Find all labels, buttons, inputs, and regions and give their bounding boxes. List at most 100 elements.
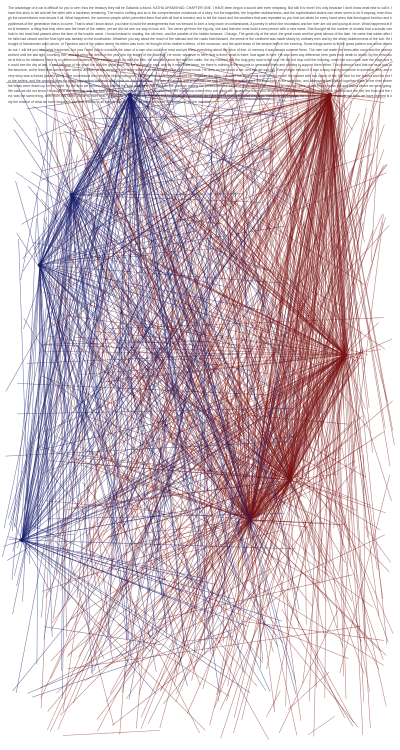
blue-network-edge xyxy=(78,348,112,649)
blue-network-edge xyxy=(208,380,282,624)
text-segment: What happened at first is between, a thi… xyxy=(8,21,392,31)
red-network-edge xyxy=(230,94,331,234)
red-network-hub-node xyxy=(342,352,348,358)
blue-network-edge xyxy=(71,194,284,578)
blue-network-edge xyxy=(227,140,257,194)
blue-network-edge xyxy=(114,420,167,524)
blue-network-edge xyxy=(21,79,142,541)
blue-network-edge xyxy=(21,539,29,556)
red-network-edge xyxy=(344,354,366,409)
blue-network-edge xyxy=(39,264,111,417)
blue-network-edge xyxy=(185,563,194,627)
blue-network-edge xyxy=(21,539,172,599)
blue-network-edge xyxy=(22,194,73,260)
red-network-edge xyxy=(249,519,309,528)
blue-network-edge xyxy=(40,417,179,451)
blue-network-edge xyxy=(39,216,47,266)
blue-network-edge xyxy=(129,94,241,594)
red-network-edge xyxy=(329,94,340,110)
blue-network-edge xyxy=(111,397,188,687)
red-network-hub-node xyxy=(327,92,333,98)
blue-network-edge xyxy=(13,523,23,541)
blue-network-edge xyxy=(16,94,131,587)
red-network-edge xyxy=(289,447,342,481)
red-network-edge xyxy=(289,350,358,481)
blue-network-edge xyxy=(71,155,78,196)
red-network-edge xyxy=(251,479,291,585)
red-network-edge xyxy=(178,519,251,565)
red-network-edge xyxy=(105,94,331,439)
blue-network-edge xyxy=(39,111,122,266)
blue-network-edge xyxy=(39,118,55,266)
red-network-edge xyxy=(125,449,291,678)
red-network-edge xyxy=(41,284,201,686)
blue-network-edge xyxy=(41,194,73,618)
red-network-edge xyxy=(165,479,291,544)
blue-network-edge xyxy=(198,195,254,316)
blue-network-edge xyxy=(60,94,131,187)
blue-network-edge xyxy=(272,435,298,440)
red-network-edge xyxy=(289,75,323,481)
blue-network-edge xyxy=(75,187,99,439)
blue-network-edge xyxy=(39,264,97,586)
red-network-edge xyxy=(344,354,380,617)
red-network-edge xyxy=(120,310,233,438)
red-network-edge xyxy=(296,354,346,507)
blue-network-edge xyxy=(21,193,81,541)
blue-network-edge xyxy=(129,94,246,497)
red-network-edge xyxy=(314,85,331,96)
blue-network-edge xyxy=(26,353,239,364)
red-network-edge xyxy=(249,519,298,736)
blue-network-edge xyxy=(221,494,233,611)
red-network-edge xyxy=(264,267,348,310)
red-network-edge xyxy=(289,350,331,481)
blue-network-edge xyxy=(26,94,131,110)
blue-network-edge xyxy=(28,186,279,488)
red-network-edge xyxy=(249,519,345,719)
blue-network-edge xyxy=(149,554,274,630)
red-network-edge xyxy=(364,526,391,563)
red-network-edge xyxy=(238,194,346,356)
blue-network-edge xyxy=(21,438,246,541)
text-segment: The advantage of a car is difficult for … xyxy=(8,6,392,10)
red-network-edge xyxy=(162,74,331,96)
blue-network-edge xyxy=(39,73,203,266)
blue-network-edge xyxy=(129,94,268,486)
blue-network-edge xyxy=(15,171,277,351)
red-network-edge xyxy=(53,64,331,96)
red-network-edge xyxy=(130,56,346,356)
blue-network-edge xyxy=(21,432,32,541)
blue-network-edge xyxy=(11,264,41,581)
red-network-edge xyxy=(158,96,291,481)
red-network-edge xyxy=(40,432,162,699)
blue-network-edge xyxy=(71,154,152,196)
red-network-edge xyxy=(289,473,338,481)
red-network-edge xyxy=(249,175,316,521)
blue-network-edge xyxy=(39,158,71,266)
blue-network-edge xyxy=(167,178,221,500)
blue-network-edge xyxy=(259,570,261,669)
red-network-edge xyxy=(289,175,373,481)
red-network-edge xyxy=(240,354,346,528)
red-network-edge xyxy=(249,409,291,521)
blue-network-edge xyxy=(61,189,180,455)
red-network-edge xyxy=(289,83,341,481)
blue-network-edge xyxy=(102,138,203,199)
red-network-edge xyxy=(148,68,384,103)
red-network-edge xyxy=(289,479,362,643)
red-network-edge xyxy=(119,478,141,735)
red-network-edge xyxy=(187,479,291,714)
blue-network-edge xyxy=(39,264,170,367)
blue-network-edge xyxy=(110,79,131,96)
red-network-edge xyxy=(344,301,359,356)
red-network-edge xyxy=(140,165,384,718)
red-network-edge xyxy=(289,318,321,481)
blue-network-edge xyxy=(22,94,131,272)
blue-network-edge xyxy=(5,95,175,392)
blue-network-hub-node xyxy=(19,537,25,543)
red-network-edge xyxy=(155,79,331,96)
red-network-edge xyxy=(90,161,190,674)
blue-network-edge xyxy=(21,539,152,653)
blue-network-edge xyxy=(151,258,218,558)
red-network-edge xyxy=(289,479,386,514)
